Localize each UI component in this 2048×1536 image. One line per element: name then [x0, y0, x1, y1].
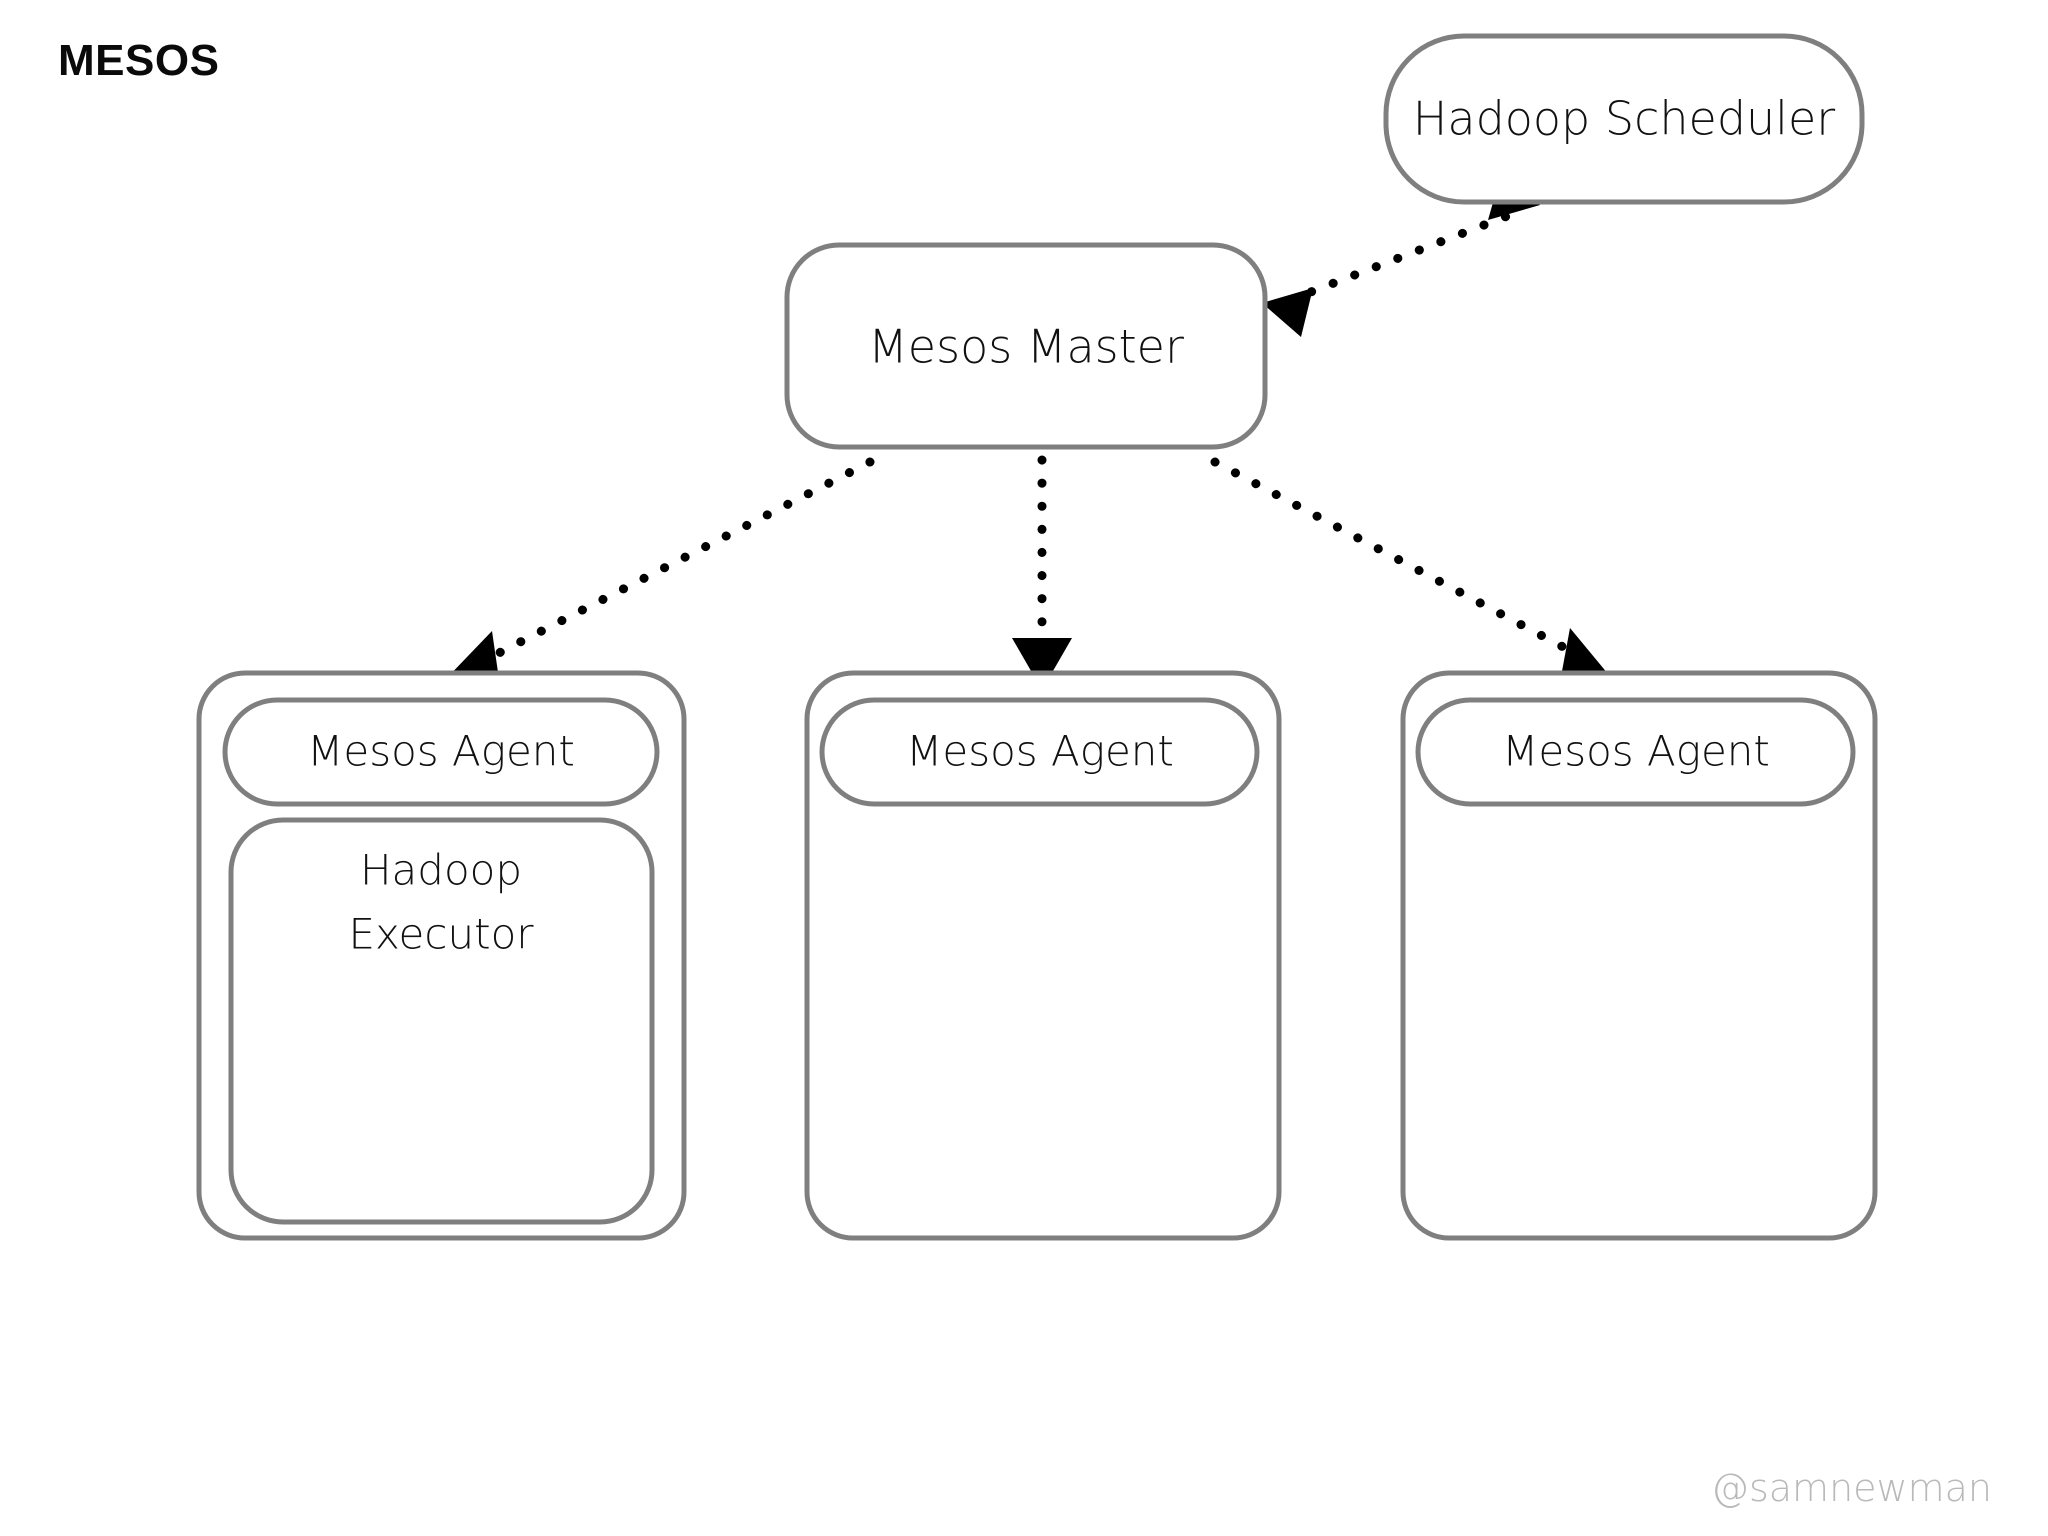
page-title: MESOS	[58, 36, 220, 85]
connection-master-to-agent-right	[1210, 457, 1618, 686]
hadoop-scheduler-label: Hadoop Scheduler	[1413, 92, 1835, 146]
mesos-agent-right-label: Mesos Agent	[1502, 727, 1770, 776]
mesos-agent-middle-pill[interactable]	[819, 697, 1260, 807]
mesos-agent-left-label: Mesos Agent	[307, 727, 575, 776]
arrowhead-to-agent-middle	[1012, 638, 1072, 690]
hadoop-executor-label-line1: Hadoop	[360, 846, 522, 895]
mesos-master-box[interactable]	[784, 242, 1268, 450]
dotted-line-master-agent-left	[490, 457, 875, 660]
dotted-line-master-agent-right	[1210, 457, 1570, 653]
node-mesos-master[interactable]: Mesos Master	[784, 242, 1268, 450]
arrowhead-to-master	[1262, 288, 1313, 337]
agent-host-right-box[interactable]	[1400, 670, 1878, 1241]
author-watermark: @samnewman	[1710, 1466, 1992, 1510]
mesos-agent-middle-label: Mesos Agent	[906, 727, 1174, 776]
connection-master-to-agent-middle	[1012, 455, 1072, 690]
connection-master-to-agent-left	[443, 457, 875, 686]
agent-host-middle-box[interactable]	[804, 670, 1282, 1241]
node-hadoop-scheduler[interactable]: Hadoop Scheduler	[1383, 33, 1865, 205]
hadoop-scheduler-box[interactable]	[1383, 33, 1865, 205]
node-agent-host-left[interactable]: Mesos Agent Hadoop Executor	[196, 670, 687, 1241]
hadoop-executor-box[interactable]	[228, 817, 655, 1225]
node-agent-host-right[interactable]: Mesos Agent	[1400, 670, 1878, 1241]
mesos-master-label: Mesos Master	[868, 320, 1184, 374]
mesos-agent-right-pill[interactable]	[1415, 697, 1856, 807]
mesos-agent-left-pill[interactable]	[222, 697, 660, 807]
dotted-line-master-scheduler	[1285, 210, 1515, 305]
node-agent-host-middle[interactable]: Mesos Agent	[804, 670, 1282, 1241]
hadoop-executor-label-line2: Executor	[348, 910, 534, 959]
